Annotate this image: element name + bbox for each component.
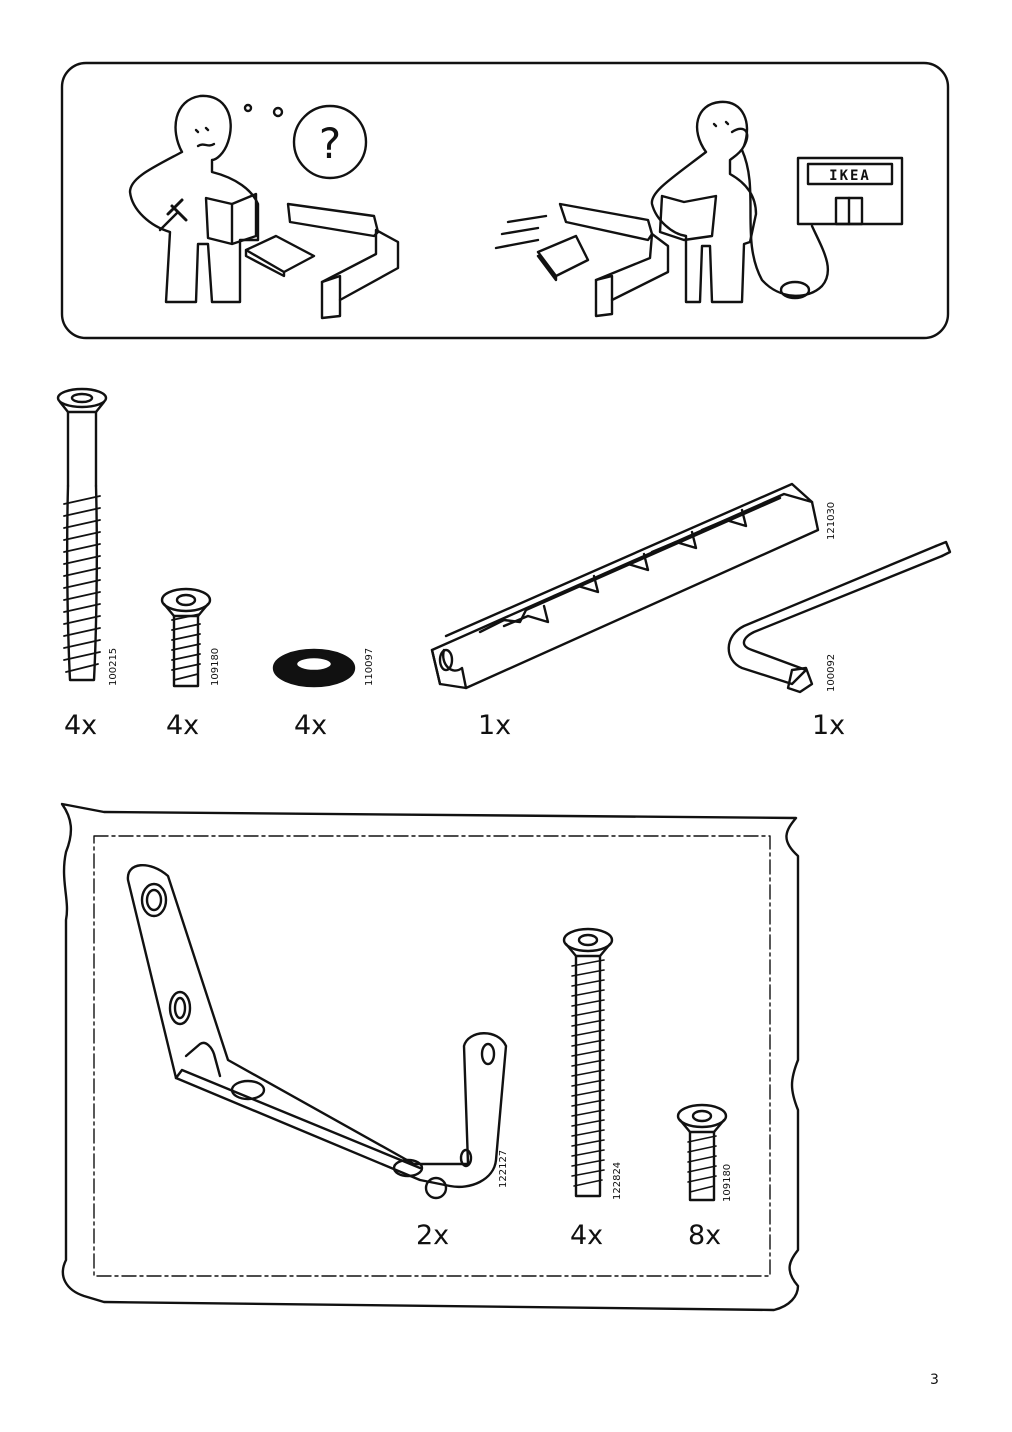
question-bubble-icon xyxy=(292,104,368,180)
manual-icon-2 xyxy=(658,194,718,242)
confused-person-icon xyxy=(128,94,284,304)
bag-seal-dashes xyxy=(93,835,771,1277)
part-code: 109180 xyxy=(722,1163,733,1202)
part-quantity: 4x xyxy=(570,1220,604,1251)
person-calling-icon xyxy=(650,100,830,304)
short-screw-109180-bag-icon xyxy=(676,1103,728,1202)
connecting-rail-121030-icon xyxy=(430,482,820,690)
washer-110097-icon xyxy=(272,648,356,688)
part-quantity: 1x xyxy=(812,710,846,741)
manual-icon xyxy=(204,192,258,246)
ikea-store-icon xyxy=(796,156,904,226)
part-code: 109180 xyxy=(210,647,221,686)
help-panel-frame xyxy=(60,61,950,340)
store-sign-text: IKEA xyxy=(829,168,871,184)
bracket-122127-icon xyxy=(126,863,508,1200)
part-quantity: 1x xyxy=(478,710,512,741)
part-quantity: 4x xyxy=(64,710,98,741)
furniture-parts-right xyxy=(494,202,670,318)
hammer-icon xyxy=(166,198,188,222)
wood-screw-thread xyxy=(63,495,101,673)
part-quantity: 4x xyxy=(294,710,328,741)
wood-screw-100215-icon xyxy=(56,387,108,682)
part-code: 100092 xyxy=(826,653,837,692)
part-code: 100215 xyxy=(108,647,119,686)
part-code: 122127 xyxy=(498,1149,509,1188)
part-code: 110097 xyxy=(364,647,375,686)
question-mark-icon: ? xyxy=(319,119,341,168)
short-screw-109180-icon xyxy=(160,587,212,688)
part-code: 122824 xyxy=(612,1161,623,1200)
bag-outline xyxy=(60,802,800,1312)
part-quantity: 2x xyxy=(416,1220,450,1251)
part-quantity: 4x xyxy=(166,710,200,741)
part-code: 121030 xyxy=(826,501,837,540)
furniture-parts-left xyxy=(244,202,400,320)
page-number: 3 xyxy=(930,1372,939,1388)
part-quantity: 8x xyxy=(688,1220,722,1251)
allen-key-100092-icon xyxy=(727,540,952,694)
long-screw-thread xyxy=(571,959,605,1187)
